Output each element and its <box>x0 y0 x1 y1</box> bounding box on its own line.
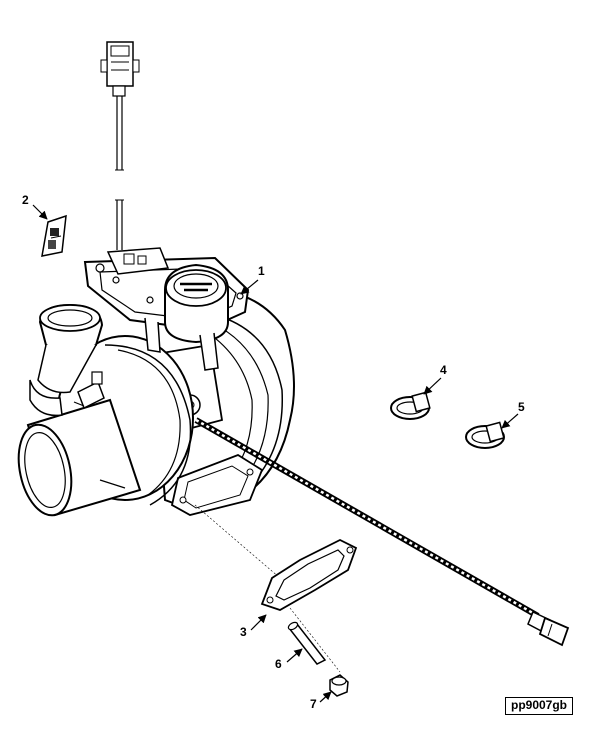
gasket <box>194 504 358 611</box>
callout-number-4: 4 <box>440 363 447 377</box>
callout-number-6: 6 <box>275 657 282 671</box>
callout-number-5: 5 <box>518 400 525 414</box>
callout-number-3: 3 <box>240 625 247 639</box>
sensor-cable <box>194 417 570 647</box>
callout-number-1: 1 <box>258 264 265 278</box>
callout-5: 5 <box>501 400 525 429</box>
clamp-item-4 <box>390 391 431 420</box>
callout-4: 4 <box>423 363 447 395</box>
actuator-wiring-harness <box>100 41 140 250</box>
nut <box>329 674 349 697</box>
callout-7: 7 <box>310 691 332 711</box>
callout-number-2: 2 <box>22 193 29 207</box>
callout-3: 3 <box>240 614 267 639</box>
callout-6: 6 <box>275 648 303 671</box>
turbocharger-assembly <box>17 247 295 517</box>
clamp-item-5 <box>465 421 505 449</box>
label-decal <box>41 214 67 257</box>
callout-number-7: 7 <box>310 697 317 711</box>
callout-2: 2 <box>22 193 48 220</box>
figure-id-label: pp9007gb <box>505 697 573 715</box>
callout-1: 1 <box>240 264 265 295</box>
stud <box>287 607 341 673</box>
